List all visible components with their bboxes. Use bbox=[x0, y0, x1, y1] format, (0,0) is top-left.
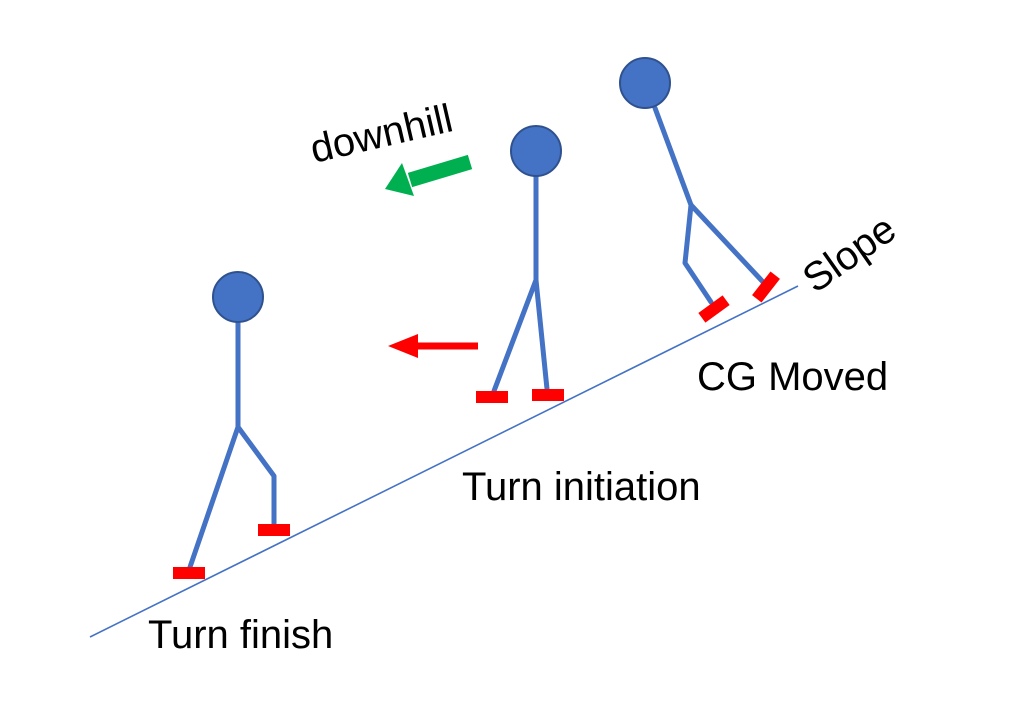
downhill-label: downhill bbox=[306, 96, 457, 171]
slope-line bbox=[89, 285, 799, 638]
ski bbox=[698, 295, 730, 323]
slope-label: Slope bbox=[795, 207, 904, 302]
ski bbox=[752, 271, 780, 303]
ski bbox=[258, 524, 290, 536]
skier-head bbox=[510, 125, 562, 177]
cg-moved-label: CG Moved bbox=[697, 355, 888, 399]
downhill-arrow-icon bbox=[385, 154, 473, 196]
turn-finish-label: Turn finish bbox=[148, 613, 333, 657]
skier-head bbox=[212, 271, 264, 323]
turn-finish-skier bbox=[173, 271, 290, 579]
skier-head bbox=[619, 57, 671, 109]
turn-initiation-label: Turn initiation bbox=[462, 465, 701, 509]
movement-arrow-icon bbox=[388, 334, 478, 358]
ski bbox=[532, 389, 564, 401]
ski bbox=[173, 567, 205, 579]
turn-initiation-skier bbox=[476, 125, 564, 403]
ski bbox=[476, 391, 508, 403]
cg-moved-skier bbox=[619, 57, 780, 323]
